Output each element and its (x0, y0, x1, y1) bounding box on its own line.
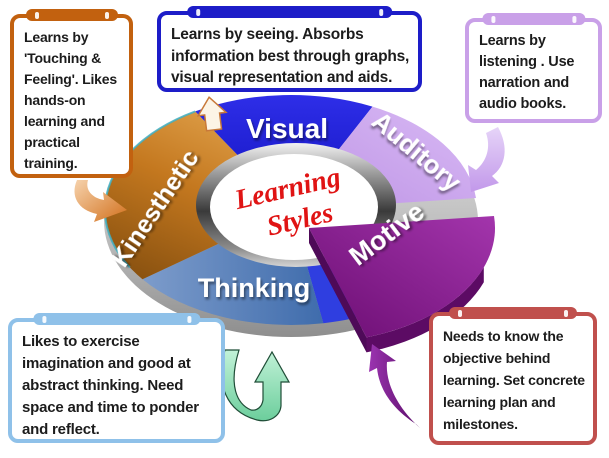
kinesthetic-note-clip (25, 9, 118, 21)
auditory-note-text: Learns by listening . Use narration and … (479, 33, 575, 112)
visual-note: Learns by seeing. Absorbs information be… (157, 6, 422, 92)
thinking-note-text: Likes to exercise imagination and good a… (22, 333, 199, 438)
motive-note-clip (449, 307, 577, 319)
auditory-note-clip (481, 13, 586, 25)
motive-rim-face (366, 267, 484, 353)
motive-top-face (309, 216, 496, 338)
orange-curved-arrow-icon (74, 180, 127, 222)
kinesthetic-note-text: Learns by 'Touching & Feeling'. Likes ha… (24, 29, 117, 171)
purple-curved-arrow-icon (369, 344, 420, 428)
motive-note-text: Needs to know the objective behind learn… (443, 328, 585, 432)
kinesthetic-teal-edge (103, 110, 196, 269)
motive-wedge (309, 216, 496, 353)
auditory-note: Learns by listening . Use narration and … (465, 13, 602, 123)
motive-note: Needs to know the objective behind learn… (429, 307, 597, 445)
green-uturn-arrow-icon (221, 349, 291, 422)
motive-cut-face (309, 228, 367, 353)
visual-note-clip (186, 6, 393, 18)
thinking-label: Thinking (198, 273, 310, 303)
thinking-note-clip (32, 313, 201, 325)
visual-label: Visual (246, 113, 328, 144)
thinking-note: Likes to exercise imagination and good a… (8, 313, 225, 443)
lavender-curved-arrow-icon (468, 127, 505, 192)
visual-note-text: Learns by seeing. Absorbs information be… (171, 26, 410, 86)
kinesthetic-note: Learns by 'Touching & Feeling'. Likes ha… (10, 9, 133, 178)
up-arrow-icon (196, 96, 228, 132)
